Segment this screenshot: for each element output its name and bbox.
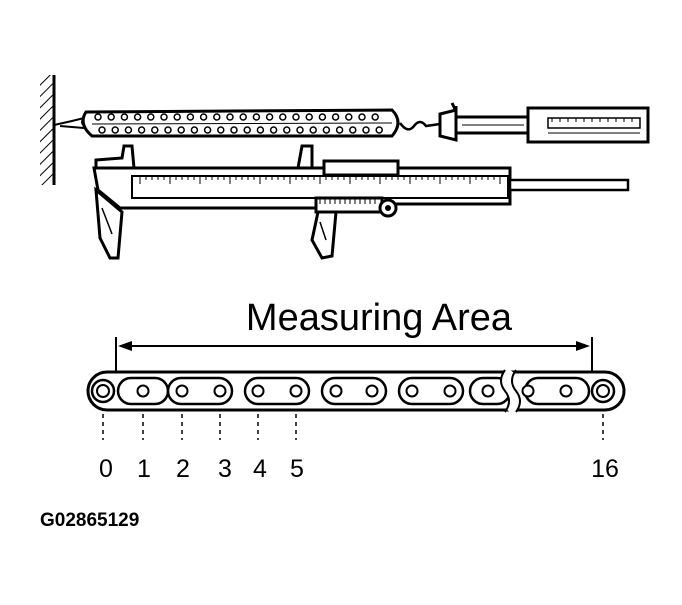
- chain-pin: [362, 126, 370, 134]
- chain-pin: [111, 126, 119, 134]
- chain-link-pin: [521, 384, 535, 398]
- chain-pin: [331, 113, 340, 121]
- chain-link: [320, 376, 388, 406]
- pin-guide-lines: [102, 414, 604, 440]
- chain-pin: [137, 126, 146, 134]
- link-number-labels: 0 1 2 3 4 5 16: [99, 455, 619, 483]
- chain-pin: [283, 126, 291, 134]
- spring-scale: [398, 102, 650, 144]
- chain-link-pin: [365, 384, 379, 398]
- chain-pin: [349, 126, 357, 134]
- chain-pin: [265, 113, 274, 121]
- link-number-16: 16: [591, 455, 619, 483]
- chain-pin: [358, 113, 366, 121]
- chain-link: [523, 376, 591, 406]
- chain-pin: [98, 126, 106, 134]
- wall-mount: [40, 75, 56, 185]
- chain-pin: [335, 126, 344, 134]
- chain-link-pin: [136, 384, 150, 398]
- chain-pin: [243, 126, 251, 134]
- link-number-4: 4: [253, 455, 267, 483]
- chain-pin: [296, 126, 304, 134]
- chain-link: [166, 376, 234, 406]
- chain-link: [397, 376, 465, 406]
- chain-link-pin: [559, 384, 573, 398]
- chain-pin: [190, 126, 199, 134]
- chain-pin: [203, 126, 212, 134]
- figure-code: G02865129: [40, 510, 139, 531]
- chain-pin: [375, 126, 383, 134]
- link-number-3: 3: [218, 455, 232, 483]
- chain-pin: [256, 126, 265, 134]
- chain-pin: [164, 126, 172, 134]
- chain-pin: [124, 126, 133, 134]
- link-number-2: 2: [176, 455, 190, 483]
- chain-pin: [305, 113, 313, 121]
- chain-link-pin: [289, 384, 303, 398]
- chain-pin: [151, 126, 159, 134]
- chain-diagram: [86, 367, 626, 415]
- chain-pin: [239, 113, 247, 121]
- chain-pin: [371, 113, 379, 121]
- chain-pin: [279, 113, 287, 121]
- link-number-0: 0: [99, 455, 113, 483]
- chain-pin: [292, 113, 300, 121]
- chain-link-pin: [329, 384, 343, 398]
- chain-pin: [217, 126, 225, 134]
- vernier-caliper: [92, 144, 630, 260]
- chain-pin: [230, 126, 238, 134]
- chain-pin: [213, 113, 221, 121]
- chain-pin: [345, 113, 353, 121]
- chain-pin: [269, 126, 278, 134]
- chain-pin: [199, 113, 208, 121]
- link-number-5: 5: [290, 455, 304, 483]
- chain-link-pin: [443, 384, 457, 398]
- stretched-chain: [81, 108, 400, 138]
- chain-link-pin: [405, 384, 419, 398]
- chain-pin: [94, 113, 102, 121]
- chain-pin: [226, 113, 234, 121]
- chain-link-pin: [251, 384, 265, 398]
- chain-pin: [318, 113, 327, 121]
- link-number-1: 1: [137, 455, 151, 483]
- chain-pin: [133, 113, 142, 121]
- chain-link-pin: [213, 384, 227, 398]
- chain-link-pin: [481, 384, 495, 398]
- chain-pin: [309, 126, 317, 134]
- chain-link-pin: [175, 384, 189, 398]
- chain-pin: [177, 126, 185, 134]
- chain-pin: [173, 113, 181, 121]
- chain-link: [243, 376, 311, 406]
- chain-pin: [120, 113, 129, 121]
- chain-pin: [252, 113, 261, 121]
- chain-pin: [322, 126, 331, 134]
- chain-pin: [160, 113, 168, 121]
- measuring-area-label: Measuring Area: [246, 297, 513, 339]
- chain-pin: [107, 113, 115, 121]
- chain-pin: [147, 113, 155, 121]
- chain-pin: [186, 113, 195, 121]
